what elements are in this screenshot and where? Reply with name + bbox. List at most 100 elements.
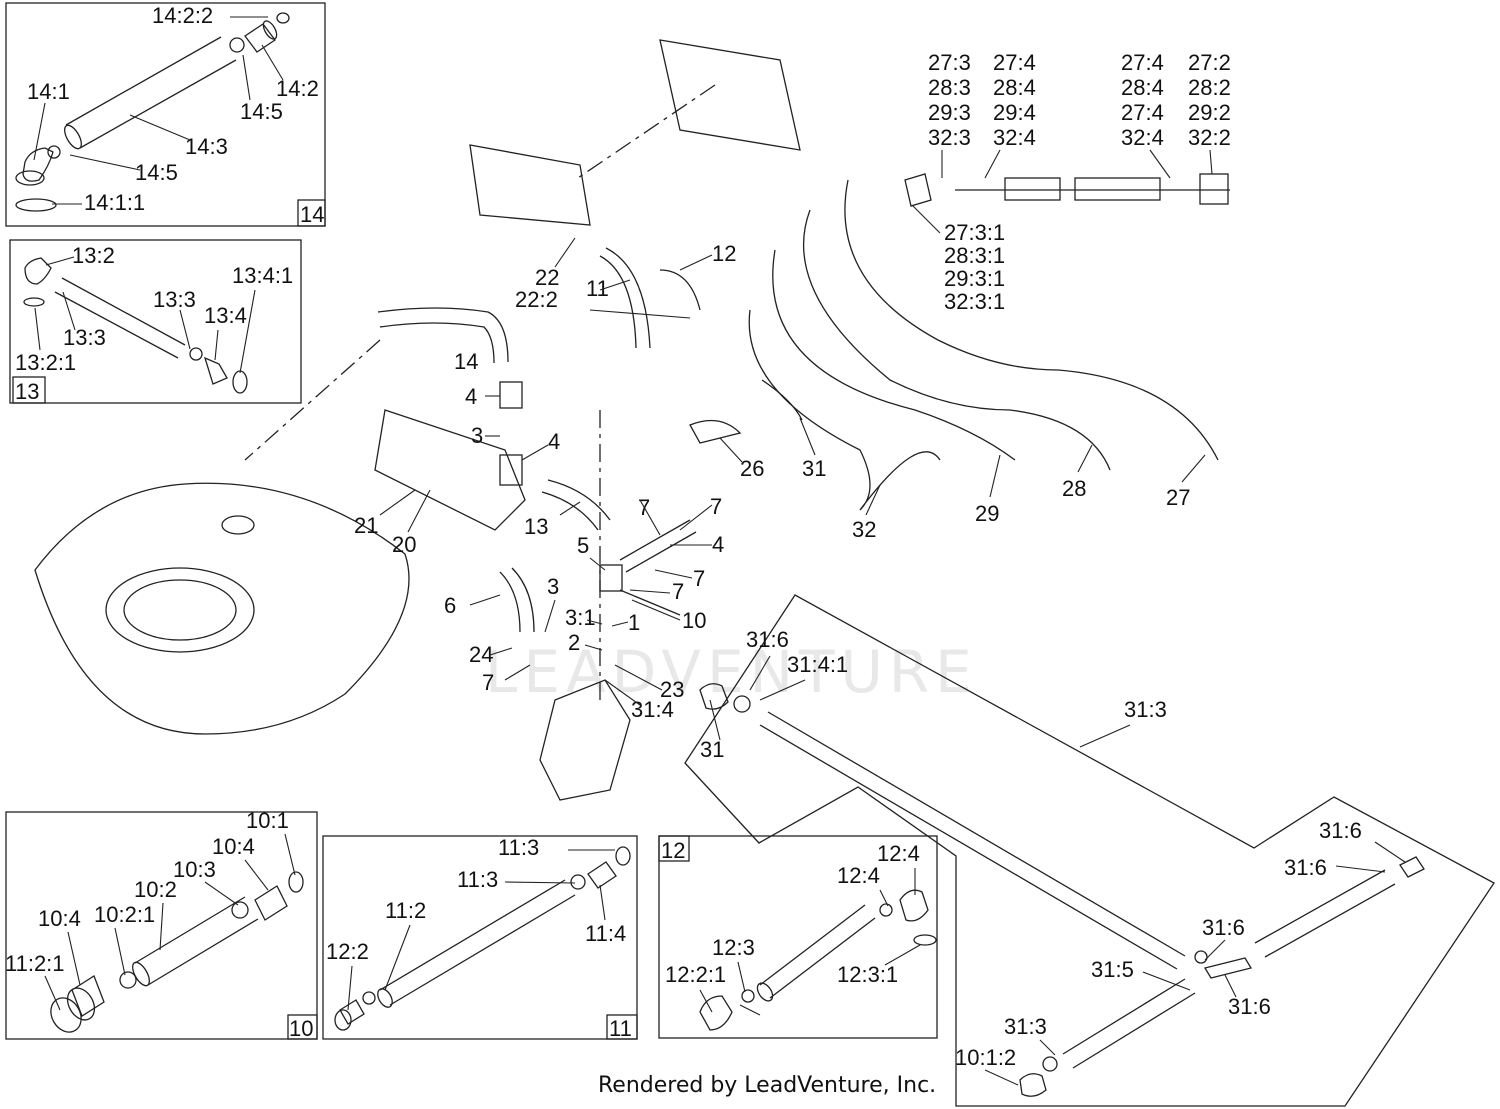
callout: 31:3 xyxy=(1124,697,1167,722)
callout: 11 xyxy=(586,276,609,301)
callout: 28 xyxy=(1062,476,1086,501)
callout: 11:3 xyxy=(498,835,539,860)
callout: 31:4:1 xyxy=(787,652,848,677)
callout: 14:1 xyxy=(27,79,70,104)
callout: 20 xyxy=(392,532,416,557)
inset-box-14 xyxy=(5,2,326,227)
hose-label: 32:2 xyxy=(1188,125,1231,150)
box-number-12: 12 xyxy=(661,838,685,863)
callout: 6 xyxy=(444,593,456,618)
callout: 10:1 xyxy=(246,808,289,833)
callout: 12:4 xyxy=(837,863,880,888)
box-number-14: 14 xyxy=(300,202,324,227)
callout: 13:3 xyxy=(63,325,106,350)
callout-labels: 14:2:2 14:2 14:1 14:5 14:3 14:5 14:1:1 1… xyxy=(5,3,1362,1070)
box-number-10: 10 xyxy=(289,1016,313,1041)
hose-label: 27:4 xyxy=(993,50,1036,75)
callout: 14:3 xyxy=(185,134,228,159)
callout: 7 xyxy=(710,494,722,519)
callout: 13:3 xyxy=(153,287,196,312)
callout: 31 xyxy=(700,737,724,762)
callout: 31:6 xyxy=(1202,915,1245,940)
callout: 27 xyxy=(1166,485,1190,510)
inset-box-11 xyxy=(322,835,638,1040)
callout: 31:6 xyxy=(1228,994,1271,1019)
callout: 11:3 xyxy=(457,867,498,892)
hose-label: 28:4 xyxy=(993,75,1036,100)
callout: 10:2 xyxy=(134,877,177,902)
callout: 24 xyxy=(469,642,493,667)
callout: 26 xyxy=(740,456,764,481)
hose-label: 27:2 xyxy=(1188,50,1231,75)
callout: 3 xyxy=(471,423,483,448)
callout: 11:2 xyxy=(385,898,426,923)
callout: 31:6 xyxy=(746,627,789,652)
callout: 31:6 xyxy=(1284,855,1327,880)
callout: 3:1 xyxy=(565,605,596,630)
callout: 11:4 xyxy=(585,921,626,946)
callout: 12 xyxy=(712,241,736,266)
hose-label: 32:4 xyxy=(993,125,1036,150)
callout: 12:2:1 xyxy=(665,962,726,987)
callout: 12:3:1 xyxy=(837,962,898,987)
watermark: LEADVENTURE xyxy=(485,638,978,706)
hose-label: 32:3 xyxy=(928,125,971,150)
callout: 14:5 xyxy=(135,160,178,185)
callout: 14:5 xyxy=(240,99,283,124)
callout: 4 xyxy=(465,384,477,409)
leader-lines xyxy=(33,16,1406,1086)
callout: 21 xyxy=(354,513,378,538)
callout: 7 xyxy=(672,579,684,604)
callout: 31:6 xyxy=(1319,818,1362,843)
callout: 31 xyxy=(802,456,826,481)
hose-label: 27:4 xyxy=(1121,100,1164,125)
box-number-11: 11 xyxy=(609,1016,632,1041)
callout: 10:4 xyxy=(38,906,81,931)
hose-label: 29:2 xyxy=(1188,100,1231,125)
callout: 31:5 xyxy=(1091,957,1134,982)
hose-label: 27:4 xyxy=(1121,50,1164,75)
callout: 13:4:1 xyxy=(232,263,293,288)
hose-label: 29:3 xyxy=(928,100,971,125)
callout: 13:2:1 xyxy=(15,350,76,375)
callout: 13:4 xyxy=(204,303,247,328)
callout: 2 xyxy=(568,630,580,655)
inset-box-31 xyxy=(684,594,1495,1107)
hose-label: 32:3:1 xyxy=(944,289,1005,314)
callout: 14 xyxy=(454,349,478,374)
callout: 23 xyxy=(660,677,684,702)
hose-label: 28:3 xyxy=(928,75,971,100)
callout: 4 xyxy=(712,532,724,557)
callout: 12:3 xyxy=(712,935,755,960)
hose-label: 28:3:1 xyxy=(944,243,1005,268)
callout: 1 xyxy=(628,610,640,635)
callout: 31:4 xyxy=(631,697,674,722)
callout: 31:3 xyxy=(1004,1014,1047,1039)
callout: 10:1:2 xyxy=(955,1045,1016,1070)
callout: 7 xyxy=(482,670,494,695)
inset-box-10 xyxy=(5,811,318,1040)
hose-label: 27:3 xyxy=(928,50,971,75)
callout: 10 xyxy=(682,608,706,633)
inset-box-12 xyxy=(658,835,938,1039)
hose-label: 28:4 xyxy=(1121,75,1164,100)
main-assembly xyxy=(34,39,1230,801)
hose-label: 27:3:1 xyxy=(944,220,1005,245)
box-number-13: 13 xyxy=(15,379,39,404)
callout: 11:2:1 xyxy=(5,951,65,976)
callout: 10:3 xyxy=(173,857,216,882)
callout: 14:1:1 xyxy=(84,190,145,215)
callout: 10:2:1 xyxy=(94,902,155,927)
callout: 13 xyxy=(524,514,548,539)
hose-label: 29:4 xyxy=(993,100,1036,125)
callout: 22 xyxy=(535,265,559,290)
callout: 12:2 xyxy=(326,939,369,964)
hose-label: 28:2 xyxy=(1188,75,1231,100)
callout: 14:2 xyxy=(276,76,319,101)
callout: 4 xyxy=(548,429,560,454)
callout: 29 xyxy=(975,501,999,526)
callout: 12:4 xyxy=(877,841,920,866)
footer-credit: Rendered by LeadVenture, Inc. xyxy=(598,1073,937,1098)
callout: 32 xyxy=(852,517,876,542)
